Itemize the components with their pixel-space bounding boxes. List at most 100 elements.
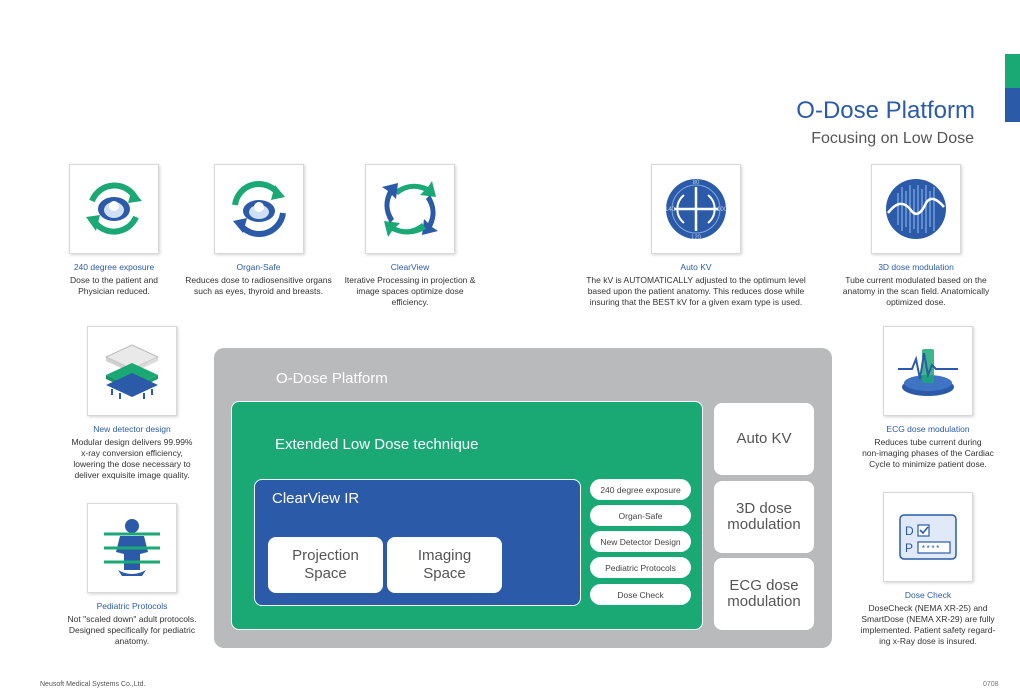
feature-title: Dose Check	[904, 590, 952, 600]
clearview-cycle-icon	[382, 181, 438, 237]
feature-icon-frame	[87, 503, 177, 593]
desc-line: Tube current modulated based on the	[845, 275, 987, 285]
feature-pediatric: Pediatric Protocols Not "scaled down" ad…	[60, 503, 204, 647]
page-subtitle: Focusing on Low Dose	[811, 130, 974, 147]
dial-label: 140	[665, 207, 676, 213]
password-dots: ****	[921, 545, 940, 554]
feature-description: Not "scaled down" adult protocols. Desig…	[60, 614, 204, 647]
desc-line: SmartDose (NEMA XR-29) are fully	[861, 614, 995, 624]
feature-icon-frame	[213, 164, 304, 254]
feature-organ-safe: Organ-Safe Reduces dose to radiosensitiv…	[180, 164, 337, 297]
kv-dial-icon: 80 100 120 140	[665, 179, 728, 241]
desc-line: anatomy.	[114, 636, 150, 646]
projection-space-box: Projection Space	[268, 537, 383, 593]
desc-line: such as eyes, thyroid and breasts.	[194, 286, 323, 296]
3d-dose-box: 3D dose modulation	[714, 481, 814, 553]
feature-description: Tube current modulated based on the anat…	[830, 275, 1002, 308]
desc-line: optimized dose.	[886, 297, 946, 307]
desc-line: x-ray conversion efficiency,	[81, 448, 183, 458]
box-line: Auto KV	[736, 430, 792, 447]
detector-layers-icon	[104, 344, 160, 399]
desc-line: Reduces tube current during	[874, 437, 982, 447]
desc-line: Not "scaled down" adult protocols.	[67, 614, 197, 624]
box-line: Space	[423, 565, 466, 582]
auto-kv-box: Auto KV	[714, 403, 814, 475]
feature-description: Dose to the patient and Physician reduce…	[52, 275, 176, 297]
box-line: Projection	[292, 547, 359, 564]
desc-line: Modular design delivers 99.99%	[71, 437, 193, 447]
desc-line: lowering the dose necessary to	[73, 459, 191, 469]
accent-tab-blue	[1005, 88, 1020, 122]
desc-line: anatomy in the scan field. Anatomically	[842, 286, 990, 296]
dial-label: 100	[717, 207, 728, 213]
dial-label: 120	[691, 235, 702, 241]
feature-icon-frame	[871, 164, 961, 254]
desc-line: DoseCheck (NEMA XR-25) and	[868, 603, 988, 613]
footer-company: Neusoft Medical Systems Co.,Ltd.	[40, 681, 146, 688]
box-line: Imaging	[417, 547, 472, 564]
organ-safe-icon	[231, 180, 286, 238]
feature-title: Organ-Safe	[236, 262, 281, 272]
ecg-dose-box: ECG dose modulation	[714, 558, 814, 630]
feature-description: Modular design delivers 99.99% x-ray con…	[62, 437, 202, 481]
feature-title: ClearView	[390, 262, 430, 272]
pill-new-detector: New Detector Design	[590, 531, 691, 552]
desc-line: Physician reduced.	[78, 286, 150, 296]
pill-240-exposure: 240 degree exposure	[590, 479, 691, 500]
ecg-heart-icon	[898, 349, 958, 396]
feature-ecg: ECG dose modulation Reduces tube current…	[848, 326, 1008, 470]
feature-icon-frame	[69, 164, 159, 254]
desc-line: Designed specifically for pediatric	[68, 625, 196, 635]
feature-description: The kV is AUTOMATICALLY adjusted to the …	[578, 275, 814, 308]
desc-line: implemented. Patient safety regard-	[860, 625, 996, 635]
feature-title: 240 degree exposure	[73, 262, 155, 272]
feature-title: Pediatric Protocols	[96, 601, 168, 611]
feature-detector: New detector design Modular design deliv…	[62, 326, 202, 481]
extended-low-dose-title: Extended Low Dose technique	[275, 436, 479, 453]
desc-line: deliver exquisite image quality.	[74, 470, 190, 480]
feature-icon-frame: 80 100 120 140	[651, 164, 741, 254]
feature-title: 3D dose modulation	[878, 262, 954, 272]
pill-dose-check: Dose Check	[590, 584, 691, 605]
feature-240-exposure: 240 degree exposure Dose to the patient …	[52, 164, 176, 297]
feature-clearview: ClearView Iterative Processing in projec…	[340, 164, 480, 308]
desc-line: image spaces optimize dose	[356, 286, 464, 296]
desc-line: Cycle to minimize patient dose.	[869, 459, 987, 469]
desc-line: Reduces dose to radiosensitive organs	[185, 275, 332, 285]
feature-description: Reduces tube current during non-imaging …	[848, 437, 1008, 470]
desc-line: efficiency.	[391, 297, 429, 307]
feature-icon-frame: D P ****	[883, 492, 973, 582]
pill-pediatric: Pediatric Protocols	[590, 557, 691, 578]
feature-auto-kv: 80 100 120 140 Auto KV The kV is AUTOMAT…	[578, 164, 814, 308]
box-line: modulation	[727, 516, 801, 533]
box-line: modulation	[727, 593, 801, 610]
imaging-space-box: Imaging Space	[387, 537, 502, 593]
feature-icon-frame	[87, 326, 177, 416]
dose-check-form-icon: D P ****	[899, 514, 957, 560]
rotation-exposure-icon	[86, 182, 142, 235]
accent-tab-green	[1005, 54, 1020, 88]
feature-description: Iterative Processing in projection & ima…	[340, 275, 480, 308]
dose-modulation-wave-icon	[886, 179, 946, 239]
box-line: 3D dose	[736, 500, 792, 517]
feature-title: ECG dose modulation	[886, 424, 970, 434]
feature-title: New detector design	[93, 424, 171, 434]
platform-diagram-title: O-Dose Platform	[276, 370, 388, 387]
feature-icon-frame	[365, 164, 455, 254]
feature-icon-frame	[883, 326, 973, 416]
box-line: Space	[304, 565, 347, 582]
form-letter: D	[905, 524, 914, 538]
desc-line: based upon the patient anatomy. This red…	[587, 286, 805, 296]
pill-organ-safe: Organ-Safe	[590, 505, 691, 526]
footer-page-number: 0708	[983, 681, 999, 688]
desc-line: The kV is AUTOMATICALLY adjusted to the …	[586, 275, 806, 285]
desc-line: ing x-Ray dose is insured.	[879, 636, 977, 646]
feature-title: Auto KV	[680, 262, 712, 272]
dial-label: 80	[693, 180, 700, 186]
feature-dose-check: D P **** Dose Check DoseCheck (NEMA XR-2…	[856, 492, 1000, 647]
feature-description: Reduces dose to radiosensitive organs su…	[180, 275, 337, 297]
form-letter: P	[905, 541, 913, 555]
desc-line: insuring that the BEST kV for a given ex…	[589, 297, 803, 307]
feature-description: DoseCheck (NEMA XR-25) and SmartDose (NE…	[856, 603, 1000, 647]
box-line: ECG dose	[729, 577, 799, 594]
